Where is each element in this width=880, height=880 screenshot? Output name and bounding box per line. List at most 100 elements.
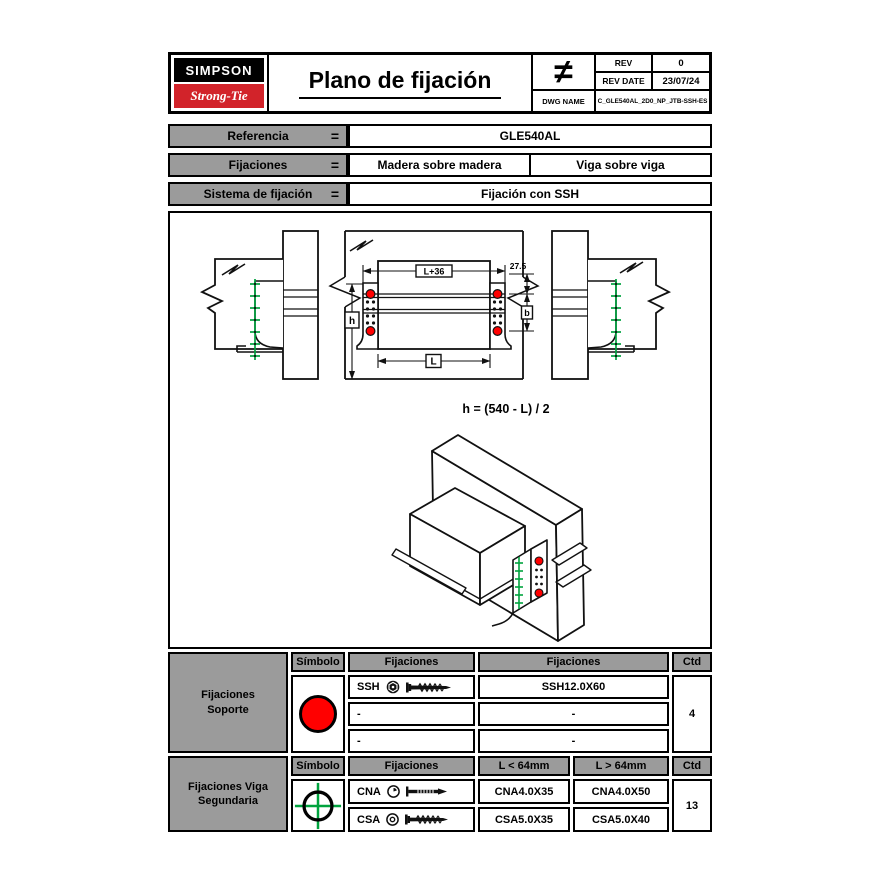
beam-fixings-table: Fijaciones Viga Segundaria Símbolo Fijac… — [168, 756, 712, 832]
right-side-view — [551, 230, 672, 380]
front-view: L+36 h L 27.5 b — [328, 230, 540, 380]
fijaciones-label: Fijaciones = — [168, 153, 348, 177]
fijaciones-value-1: Madera sobre madera — [348, 153, 531, 177]
carrier-wedge-1 — [551, 542, 588, 566]
support-row-name: - — [348, 702, 475, 726]
beam-row-name: CNA — [348, 779, 475, 804]
dimensions — [344, 264, 534, 380]
support-row-value: - — [478, 702, 669, 726]
dim-length-label: L — [430, 357, 436, 368]
support-table-label: Fijaciones Soporte — [168, 652, 288, 753]
technical-drawing: L+36 h L 27.5 b h = (540 - L) / 2 — [199, 230, 672, 642]
support-qty: 4 — [672, 675, 712, 753]
left-side-view — [199, 230, 319, 380]
fijaciones-label-text: Fijaciones — [228, 158, 288, 172]
reference-table: Referencia = GLE540AL Fijaciones = Mader… — [168, 124, 712, 206]
grain-symbol-icon — [619, 261, 644, 274]
fixing-name: CNA — [357, 785, 381, 798]
col-header-ctd: Ctd — [672, 756, 712, 776]
screw-side-icon — [405, 682, 451, 692]
revision-block: ≠ REV 0 REV DATE 23/07/24 DWG NAME C_GLE… — [531, 55, 709, 111]
col-header-fijaciones-1: Fijaciones — [348, 652, 475, 672]
screw-side-icon — [405, 814, 449, 825]
equals-sign: = — [330, 157, 339, 173]
nail-holes — [365, 300, 503, 325]
nail-head-icon — [386, 785, 400, 798]
drawing-area: L+36 h L 27.5 b h = (540 - L) / 2 — [168, 211, 712, 649]
break-mark-left — [328, 276, 362, 308]
right-beam-outline — [588, 258, 672, 350]
col-header-simbolo: Símbolo — [291, 652, 345, 672]
reference-row: Referencia = GLE540AL — [168, 124, 712, 148]
iso-nail-holes — [535, 568, 543, 586]
col-header-l-long: L > 64mm — [573, 756, 669, 776]
left-fastener-dots — [253, 282, 257, 358]
reference-value: GLE540AL — [348, 124, 712, 148]
right-post-edges — [552, 289, 588, 317]
dwg-name-value: C_GLE540AL_2D0_NP_JTB-SSH-ES — [597, 97, 708, 105]
support-row-value: SSH12.0X60 — [478, 675, 669, 699]
beam-qty: 13 — [672, 779, 712, 832]
isometric-view — [391, 434, 592, 642]
wedge-strip — [391, 548, 467, 595]
support-row-value: - — [478, 729, 669, 753]
ssh-symbol-icon — [299, 695, 337, 733]
rev-label: REV — [596, 55, 653, 73]
left-post — [282, 230, 319, 380]
equals-sign: = — [330, 186, 339, 202]
reference-row: Fijaciones = Madera sobre madera Viga so… — [168, 153, 712, 177]
hex-head-icon — [386, 680, 399, 694]
fixing-name: SSH — [357, 681, 380, 693]
left-bracket — [236, 280, 284, 353]
support-row-name: - — [348, 729, 475, 753]
break-mark-right — [506, 276, 540, 308]
beam-row-name: CSA — [348, 807, 475, 832]
support-row-name: SSH — [348, 675, 475, 699]
beam-symbol-cell — [291, 779, 345, 832]
grain-symbol-icon — [349, 239, 374, 252]
sistema-label: Sistema de fijación = — [168, 182, 348, 206]
col-header-l-short: L < 64mm — [478, 756, 570, 776]
dim-height-label: h — [349, 316, 355, 327]
carrier-outline — [344, 230, 524, 380]
col-header-fijaciones: Fijaciones — [348, 756, 475, 776]
fijaciones-value-2: Viga sobre viga — [531, 153, 712, 177]
dim-width-label: L+36 — [424, 267, 445, 277]
sistema-value: Fijación con SSH — [348, 182, 712, 206]
drawing-sheet: SIMPSON Strong-Tie Plano de fijación ≠ R… — [168, 52, 712, 832]
logo-strongtie: Strong-Tie — [174, 84, 264, 108]
beam-edge-lines — [363, 293, 505, 314]
rev-date-label: REV DATE — [596, 73, 653, 91]
iso-bracket-foot — [491, 612, 514, 627]
left-post-edges — [283, 289, 318, 317]
rev-date-value: 23/07/24 — [653, 73, 709, 91]
dim-offset-label: 27.5 — [510, 261, 527, 271]
support-symbol-cell — [291, 675, 345, 753]
grain-symbol-icon — [221, 263, 246, 276]
ssh-fixing-markers — [365, 288, 503, 336]
page-title: Plano de fijación — [298, 67, 502, 99]
beam-row-long-value: CSA5.0X40 — [573, 807, 669, 832]
logo-simpson: SIMPSON — [174, 58, 264, 82]
reference-row: Sistema de fijación = Fijación con SSH — [168, 182, 712, 206]
dwg-name-label: DWG NAME — [533, 91, 596, 111]
fixing-name: CSA — [357, 813, 381, 826]
logo: SIMPSON Strong-Tie — [171, 55, 269, 111]
reference-label-text: Referencia — [227, 129, 289, 143]
nail-side-icon — [405, 786, 447, 797]
right-fastener-dots — [614, 282, 618, 358]
beam-row-long-value: CNA4.0X50 — [573, 779, 669, 804]
dim-spacing-label: b — [524, 308, 530, 318]
nail-symbol-icon — [294, 782, 342, 829]
right-bracket — [587, 280, 635, 353]
page-title-cell: Plano de fijación — [269, 55, 531, 111]
height-formula: h = (540 - L) / 2 — [462, 402, 549, 416]
beam-table-label: Fijaciones Viga Segundaria — [168, 756, 288, 832]
support-fixings-table: Fijaciones Soporte Símbolo Fijaciones Fi… — [168, 652, 712, 753]
equals-sign: = — [330, 128, 339, 144]
screw-head-icon — [386, 813, 400, 826]
left-beam-outline — [199, 258, 283, 350]
beam-row-short-value: CSA5.0X35 — [478, 807, 570, 832]
iso-fastener-marks — [515, 557, 523, 609]
